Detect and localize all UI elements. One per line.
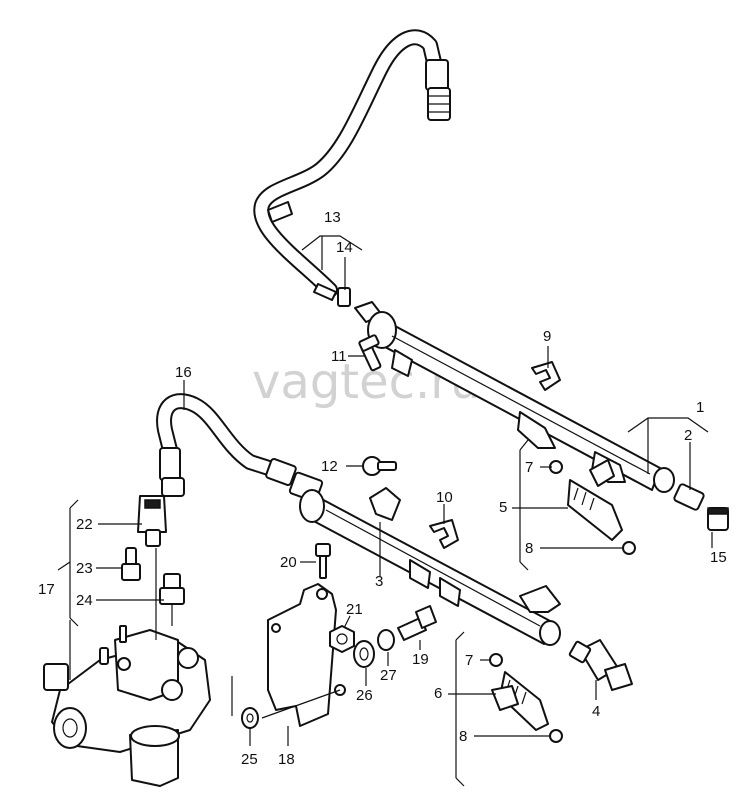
callout-10: 10 bbox=[436, 489, 453, 506]
callout-1: 1 bbox=[696, 399, 704, 416]
high-pressure-pump bbox=[43, 625, 211, 787]
pressure-sensor-4 bbox=[568, 639, 633, 691]
callout-17: 17 bbox=[38, 581, 55, 598]
callout-12: 12 bbox=[321, 458, 338, 475]
fitting-23 bbox=[121, 547, 141, 581]
callout-3: 3 bbox=[375, 573, 383, 590]
callout-11: 11 bbox=[331, 348, 347, 365]
callout-6: 6 bbox=[434, 685, 442, 702]
callout-7-lower: 7 bbox=[465, 652, 473, 669]
callout-18: 18 bbox=[278, 751, 295, 768]
bolt-11 bbox=[358, 334, 382, 372]
cap-15 bbox=[707, 507, 729, 531]
connector-2 bbox=[673, 483, 705, 511]
callout-13: 13 bbox=[324, 209, 341, 226]
bolt-12 bbox=[362, 456, 397, 476]
callout-27: 27 bbox=[380, 667, 397, 684]
injector-lower bbox=[489, 653, 563, 743]
callout-25: 25 bbox=[241, 751, 258, 768]
callout-8-lower: 8 bbox=[459, 728, 467, 745]
callout-21: 21 bbox=[346, 601, 363, 618]
callout-4: 4 bbox=[592, 703, 600, 720]
sensor-22 bbox=[137, 495, 167, 547]
callout-20: 20 bbox=[280, 554, 297, 571]
callout-16: 16 bbox=[175, 364, 192, 381]
callout-14: 14 bbox=[336, 239, 353, 256]
callout-8-upper: 8 bbox=[525, 540, 533, 557]
fuel-rail-upper bbox=[354, 301, 675, 493]
callout-9: 9 bbox=[543, 328, 551, 345]
upper-fuel-line bbox=[253, 29, 451, 301]
bracket-18 bbox=[267, 583, 346, 727]
clip-10 bbox=[429, 519, 459, 549]
clip-9 bbox=[531, 361, 561, 391]
fitting-24 bbox=[159, 573, 185, 605]
callout-24: 24 bbox=[76, 592, 93, 609]
callout-22: 22 bbox=[76, 516, 93, 533]
hose-clip-14 bbox=[337, 287, 351, 307]
bolt-19 bbox=[397, 605, 437, 641]
lower-fuel-line bbox=[156, 393, 324, 503]
leader-lines bbox=[57, 235, 713, 787]
callout-labels: 1 2 3 4 5 6 7 7 8 8 9 10 11 12 13 14 15 … bbox=[38, 209, 727, 768]
nut-21 bbox=[329, 625, 355, 653]
bushing-26 bbox=[353, 640, 375, 668]
washer-25 bbox=[241, 707, 259, 729]
callout-2: 2 bbox=[684, 427, 692, 444]
callout-7-upper: 7 bbox=[525, 459, 533, 476]
callout-19: 19 bbox=[412, 651, 429, 668]
bolt-20 bbox=[315, 543, 331, 579]
bushing-27 bbox=[377, 629, 395, 651]
callout-5: 5 bbox=[499, 499, 507, 516]
callout-15: 15 bbox=[710, 549, 727, 566]
callout-26: 26 bbox=[356, 687, 373, 704]
fuel-rail-lower bbox=[299, 487, 561, 646]
callout-23: 23 bbox=[76, 560, 93, 577]
